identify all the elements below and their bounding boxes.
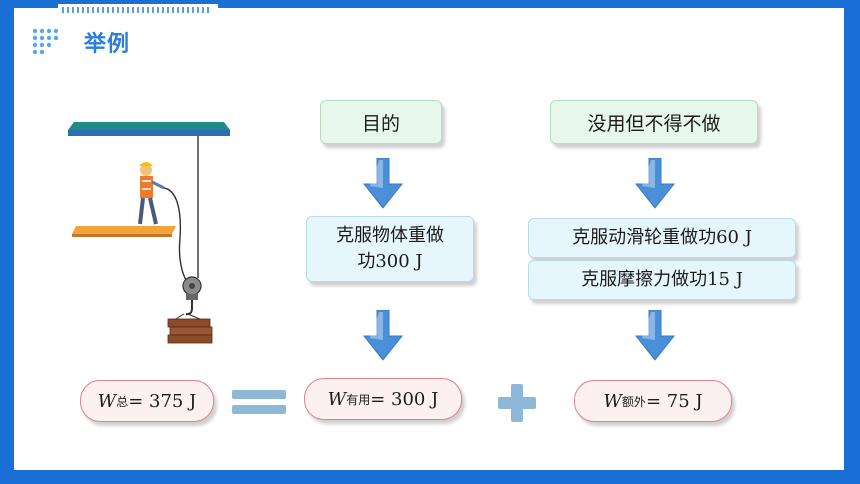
page-title: 举例 [84,32,131,57]
frame-top [0,0,860,8]
work-value: = 300 J [370,388,439,410]
extra-label: 没用但不得不做 [587,112,721,135]
purpose-box: 目的 [320,100,442,144]
extra-work-box-2: 克服摩擦力做功15 J [528,260,796,300]
useful-work-line2: 功300 J [357,251,423,272]
work-symbol: W [603,390,622,412]
plus-sign-icon [498,384,536,422]
extra-work-box-1: 克服动滑轮重做功60 J [528,218,796,258]
frame-left [0,0,14,484]
work-subscript: 额外 [621,394,646,409]
work-symbol: W [97,390,117,412]
frame-bottom [0,470,860,484]
equals-sign-icon [232,390,286,414]
work-value: = 375 J [128,390,197,412]
extra-work-item: 克服摩擦力做功15 J [581,269,743,290]
extra-label-box: 没用但不得不做 [550,100,758,144]
top-decoration [58,4,218,18]
useful-work-line1: 克服物体重做 [336,225,444,246]
down-arrow-icon [634,158,676,209]
extra-work-item: 克服动滑轮重做功60 J [572,227,752,248]
useful-work-box: 克服物体重做 功300 J [306,216,474,282]
work-subscript: 有用 [346,392,371,407]
down-arrow-icon [634,310,676,361]
work-value: = 75 J [645,390,703,412]
down-arrow-icon [362,310,404,361]
frame-right [844,0,860,484]
work-symbol: W [327,388,347,410]
work-subscript: 总 [116,394,129,409]
dot-grid-icon [32,28,59,55]
purpose-label: 目的 [361,112,400,135]
down-arrow-icon [362,158,404,209]
pulley-illustration [68,122,230,344]
